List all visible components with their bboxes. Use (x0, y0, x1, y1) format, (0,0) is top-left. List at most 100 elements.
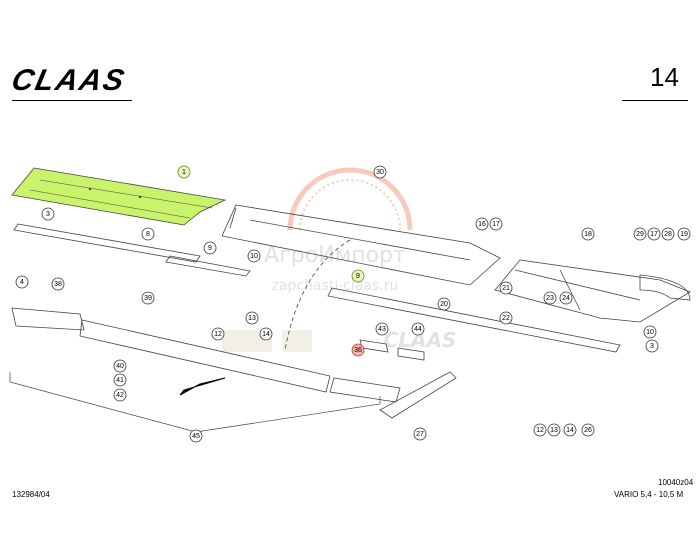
callout-17[interactable]: 17 (489, 217, 503, 231)
callout-circle (113, 359, 127, 373)
callout-10[interactable]: 10 (247, 249, 261, 263)
callout-number: 3 (46, 211, 50, 218)
callout-number: 17 (492, 221, 500, 228)
callout-number: 4 (20, 279, 24, 286)
callout-number: 3 (650, 343, 654, 350)
callout-3[interactable]: 3 (41, 207, 55, 221)
part-9-knife-back-right (327, 287, 621, 353)
callout-number: 43 (378, 326, 386, 333)
callout-circle (581, 423, 595, 437)
callout-26[interactable]: 26 (581, 423, 595, 437)
callout-number: 17 (650, 231, 658, 238)
part-30-cover (221, 204, 501, 286)
callout-43[interactable]: 43 (375, 322, 389, 336)
part-1-cover-plate[interactable] (11, 167, 227, 226)
callout-30[interactable]: 30 (373, 165, 387, 179)
callout-number: 10 (250, 253, 258, 260)
callout-number: 18 (584, 231, 592, 238)
callout-number: 16 (478, 221, 486, 228)
callout-circle (51, 277, 65, 291)
callout-16[interactable]: 16 (475, 217, 489, 231)
callout-9[interactable]: 9 (203, 241, 217, 255)
watermark-gear-icon (287, 167, 413, 231)
callout-39[interactable]: 39 (141, 291, 155, 305)
callout-12[interactable]: 12 (533, 423, 547, 437)
callout-circle (437, 297, 451, 311)
callout-10[interactable]: 10 (643, 325, 657, 339)
callout-number: 22 (502, 315, 510, 322)
callout-circle (141, 227, 155, 241)
assembly-bracket-45 (9, 372, 381, 433)
direction-arrow-icon (179, 377, 226, 396)
callout-24[interactable]: 24 (559, 291, 573, 305)
callout-40[interactable]: 40 (113, 359, 127, 373)
callout-14[interactable]: 14 (259, 327, 273, 341)
model-range: VARIO 5,4 - 10,5 M (614, 490, 684, 499)
part-9-knife-back-left (165, 255, 251, 277)
callout-8[interactable]: 8 (141, 227, 155, 241)
callout-45[interactable]: 45 (189, 429, 203, 443)
callout-number: 13 (550, 427, 558, 434)
callout-circle (113, 388, 127, 402)
assembly-path (284, 239, 351, 351)
callout-44[interactable]: 44 (411, 322, 425, 336)
callout-circle (177, 165, 191, 179)
part-27-divider (379, 371, 457, 419)
callout-1[interactable]: 1 (177, 165, 191, 179)
callout-9[interactable]: 9 (351, 269, 365, 283)
callout-42[interactable]: 42 (113, 388, 127, 402)
callout-28[interactable]: 28 (661, 227, 675, 241)
callout-circle (247, 249, 261, 263)
callout-38[interactable]: 38 (51, 277, 65, 291)
callout-circle (543, 291, 557, 305)
callout-number: 9 (356, 273, 360, 280)
callout-number: 24 (562, 295, 570, 302)
callout-23[interactable]: 23 (543, 291, 557, 305)
callout-41[interactable]: 41 (113, 373, 127, 387)
callout-17[interactable]: 17 (647, 227, 661, 241)
callout-circle (499, 281, 513, 295)
sheet-code: 10040z04 (658, 478, 694, 487)
callout-circle (245, 311, 259, 325)
part-19-end-cap (639, 274, 691, 301)
callout-22[interactable]: 22 (499, 311, 513, 325)
watermark-line1: АгроИмпорт (264, 243, 406, 268)
callout-21[interactable]: 21 (499, 281, 513, 295)
watermark-block-left (222, 330, 272, 352)
callout-circle (643, 325, 657, 339)
callout-number: 28 (664, 231, 672, 238)
callout-number: 41 (116, 377, 124, 384)
callout-number: 29 (636, 231, 644, 238)
callout-number: 14 (566, 427, 574, 434)
callout-3[interactable]: 3 (645, 339, 659, 353)
callout-number: 38 (54, 281, 62, 288)
callout-number: 13 (248, 315, 256, 322)
callout-circle (645, 339, 659, 353)
callout-29[interactable]: 29 (633, 227, 647, 241)
callout-number: 21 (502, 285, 510, 292)
callout-number: 19 (680, 231, 688, 238)
callout-number: 42 (116, 392, 124, 399)
callout-13[interactable]: 13 (245, 311, 259, 325)
callout-27[interactable]: 27 (413, 427, 427, 441)
callout-20[interactable]: 20 (437, 297, 451, 311)
callout-circle (375, 322, 389, 336)
callout-circle (203, 241, 217, 255)
callout-13[interactable]: 13 (547, 423, 561, 437)
callout-circle (547, 423, 561, 437)
watermark-block-mid (282, 330, 312, 352)
callout-circle (581, 227, 595, 241)
callout-circle (563, 423, 577, 437)
part-44-plate (397, 347, 425, 361)
callout-19[interactable]: 19 (677, 227, 691, 241)
callout-18[interactable]: 18 (581, 227, 595, 241)
callout-36[interactable]: 36 (351, 343, 365, 357)
callout-14[interactable]: 14 (563, 423, 577, 437)
callout-circle (211, 327, 225, 341)
callout-12[interactable]: 12 (211, 327, 225, 341)
callout-4[interactable]: 4 (15, 275, 29, 289)
callout-number: 26 (584, 427, 592, 434)
callout-number: 45 (192, 433, 200, 440)
callout-number: 12 (536, 427, 544, 434)
